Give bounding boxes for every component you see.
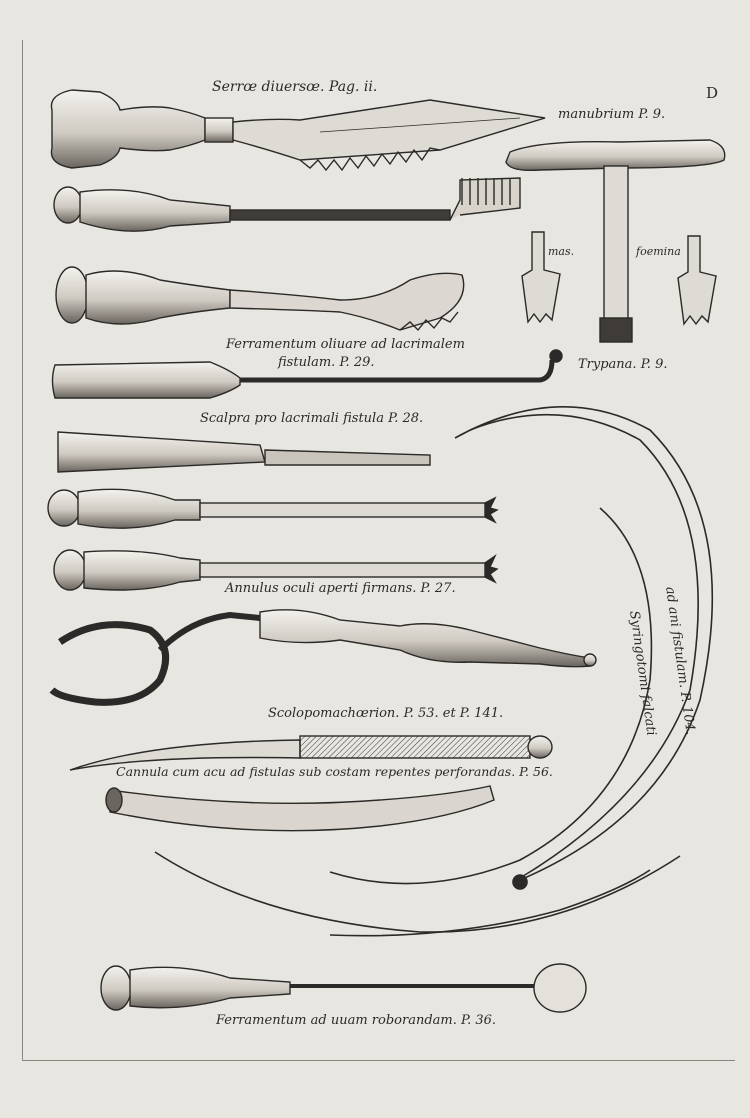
trephine-handle-2 — [53, 549, 499, 591]
caption-scalpra: Scalpra pro lacrimali fistula P. 28. — [200, 411, 424, 426]
curved-needle — [154, 851, 681, 937]
chisel-tool — [57, 431, 431, 473]
plate-letter: D — [706, 84, 719, 102]
caption-ferramentum-oliuare-line1: Ferramentum oliuare ad lacrimalem — [226, 337, 465, 352]
caption-ferramentum-uuam: Ferramentum ad uuam roborandam. P. 36. — [216, 1013, 497, 1028]
caption-foemina: foemina — [636, 245, 681, 258]
plate-border — [22, 40, 735, 1061]
uvula-iron-tool — [100, 963, 587, 1013]
olive-iron-tool — [55, 266, 465, 332]
cannula-tube — [105, 785, 495, 832]
comb-rasp-tool — [53, 177, 521, 232]
caption-cannula: Cannula cum acu ad fistulas sub costam r… — [116, 764, 553, 779]
caption-annulus: Annulus oculi aperti firmans. P. 27. — [225, 581, 456, 596]
scalpel-lacrimal-tool — [51, 349, 563, 399]
scolopomachaerion-knife — [69, 735, 553, 771]
caption-mas: mas. — [548, 245, 575, 258]
trephine-handle-1 — [47, 488, 499, 529]
caption-ferramentum-oliuare-line2: fistulam. P. 29. — [278, 355, 375, 370]
caption-serrae: Serrœ diuersœ. Pag. ii. — [212, 79, 378, 95]
caption-trypana: Trypana. P. 9. — [578, 357, 668, 372]
sickle-knives — [329, 406, 714, 890]
eye-ring-speculum-tool — [49, 609, 597, 706]
caption-manubrium: manubrium P. 9. — [558, 107, 666, 122]
caption-scolopomachaerion: Scolopomachœrion. P. 53. et P. 141. — [268, 706, 504, 721]
saw-tool — [50, 89, 546, 172]
